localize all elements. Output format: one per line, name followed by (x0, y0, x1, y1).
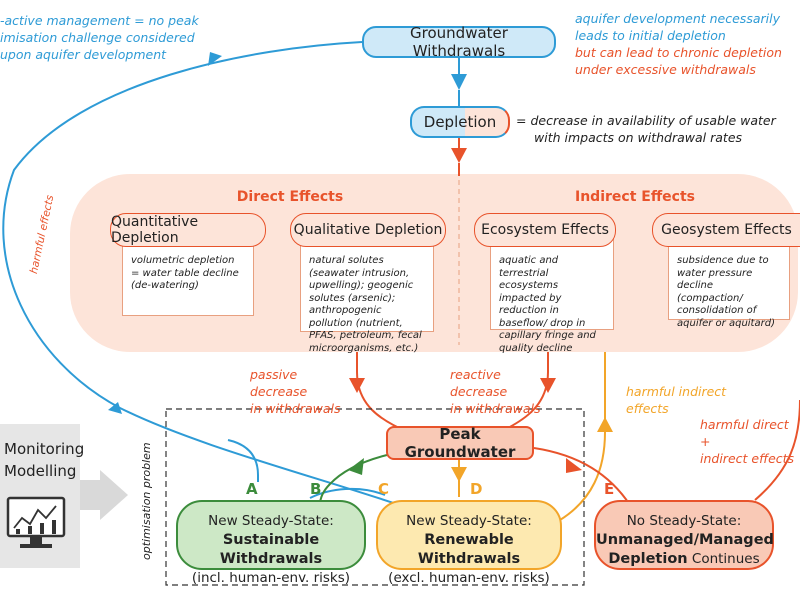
letter-e: E (604, 480, 615, 498)
qualitative-depletion-title: Qualitative Depletion (290, 213, 446, 247)
peak-to-nosteady-arrowhead (566, 458, 582, 473)
ecosystem-effects-text: aquatic and terrestrial ecosystems impac… (490, 232, 614, 354)
geosystem-effects-title: Geosystem Effects (652, 213, 800, 247)
depletion-definition: = decrease in availability of usable wat… (516, 113, 776, 145)
depletion-to-effects-arrowhead (451, 148, 467, 163)
monitoring-arrow (80, 470, 128, 520)
letter-b: B (310, 480, 322, 498)
ecosystem-effects-title: Ecosystem Effects (474, 213, 616, 247)
reactive-decrease-label: reactive decrease in withdrawals (450, 367, 541, 416)
monitoring-panel: Monitoring Modelling (0, 424, 84, 568)
loop-arrowhead-bottom (108, 402, 122, 414)
letter-a: A (246, 480, 258, 498)
peak-to-renewable-arrowhead (451, 467, 467, 482)
withdrawals-to-depletion-arrowhead (451, 74, 467, 90)
letter-d: D (470, 480, 483, 498)
reactive-arrowhead (540, 378, 556, 393)
harmful-indirect-label: harmful indirect effects (626, 384, 727, 416)
optimisation-problem-label: optimisation problem (140, 442, 153, 560)
peak-groundwater-node: Peak Groundwater (386, 425, 534, 461)
optimisation-box (165, 408, 585, 586)
feedback-loop-arrow (2, 41, 421, 513)
no-steady-state-node: No Steady-State: Unmanaged/Managed Deple… (594, 500, 774, 570)
qualitative-depletion-text: natural solutes (seawater intrusion, upw… (300, 232, 434, 354)
passive-decrease-label: passive decrease in withdrawals (250, 367, 341, 416)
harmful-indirect-arrowhead (597, 417, 613, 432)
harmful-direct-indirect-label: harmful direct + indirect effects (700, 417, 795, 466)
monitor-chart-icon (6, 496, 66, 548)
sustainable-withdrawals-node: New Steady-State: Sustainable Withdrawal… (176, 500, 366, 586)
loop-arrowhead-top (208, 52, 222, 66)
groundwater-withdrawals-node: Groundwater Withdrawals (362, 24, 556, 60)
passive-arrowhead (349, 378, 365, 393)
peak-to-sustainable-arrowhead (348, 458, 364, 475)
letter-c: C (378, 480, 390, 498)
indirect-effects-header: Indirect Effects (575, 189, 695, 205)
depletion-node: Depletion (410, 106, 510, 138)
direct-effects-header: Direct Effects (236, 189, 344, 205)
renewable-withdrawals-node: New Steady-State: Renewable Withdrawals … (376, 500, 562, 586)
top-right-note: aquifer development necessarily leads to… (575, 11, 782, 77)
quantitative-depletion-title: Quantitative Depletion (110, 213, 266, 247)
top-left-note: -active management = no peak imisation c… (0, 13, 199, 62)
